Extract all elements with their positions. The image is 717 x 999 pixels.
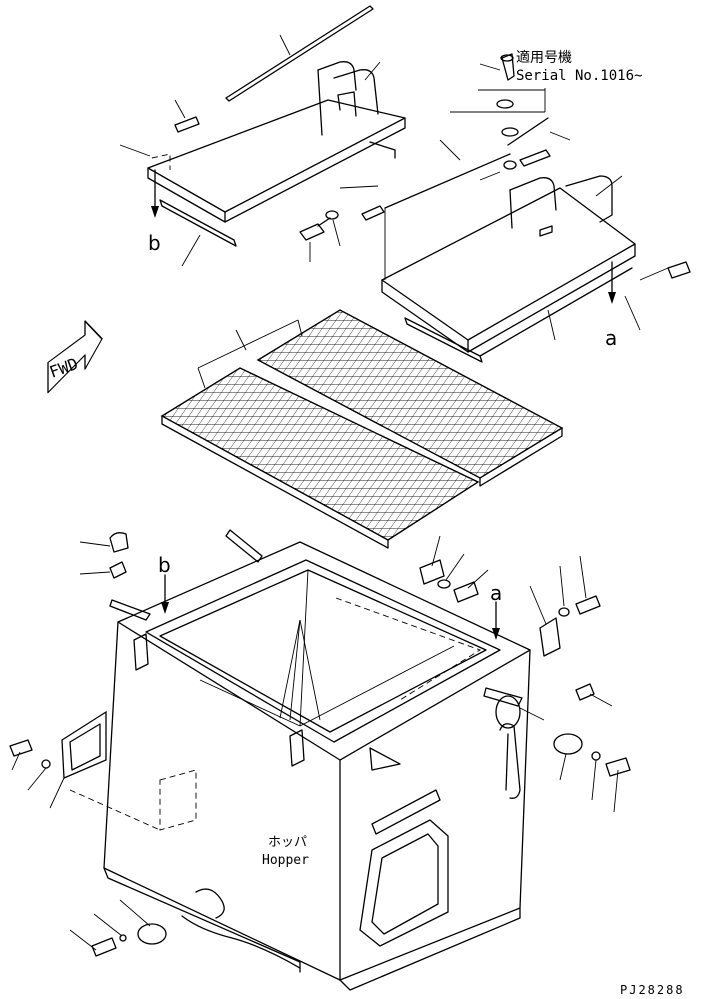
screen-mesh xyxy=(160,309,564,549)
hopper-box xyxy=(9,529,631,991)
cover-left xyxy=(119,5,406,267)
hopper-label-en: Hopper xyxy=(262,853,309,868)
fwd-label: FWD xyxy=(47,354,81,382)
cover-right xyxy=(339,53,691,363)
fwd-arrow: FWD xyxy=(47,320,103,394)
serial-note: Serial No.1016~ xyxy=(516,68,642,84)
arrow-a-label-bottom: a xyxy=(490,581,502,605)
arrow-b-label-bottom: b xyxy=(158,553,171,577)
arrow-a-label-top: a xyxy=(605,326,617,350)
drawing-id: PJ28288 xyxy=(620,983,685,997)
applicable-model-note: 適用号機 xyxy=(516,49,572,66)
bolt-washer-middle xyxy=(299,210,341,262)
hopper-label-jp: ホッパ xyxy=(268,835,307,850)
arrow-b-label-top: b xyxy=(148,231,161,255)
